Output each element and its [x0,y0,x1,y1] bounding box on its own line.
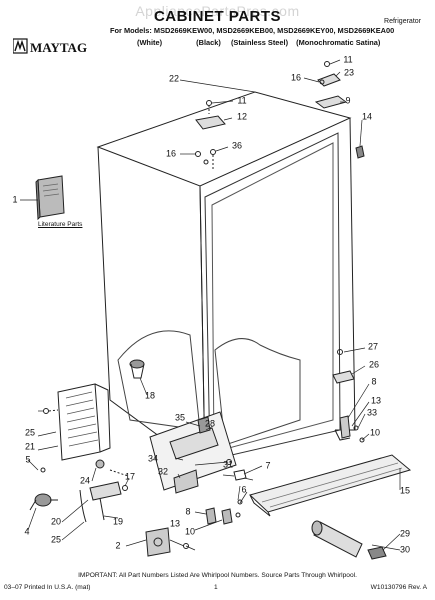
callout-16: 16 [165,148,177,159]
callout-13-bottom: 13 [169,518,181,529]
page-number: 1 [214,584,218,591]
callout-12: 12 [236,111,248,122]
callout-24: 24 [79,475,91,486]
callout-8-right: 8 [371,376,377,387]
callout-25-top: 25 [24,427,36,438]
literature-parts-label: Literature Parts [38,221,83,228]
finish-monochromatic: (Monochromatic Satina) [296,38,381,47]
callout-34: 34 [147,453,159,464]
machine-compartment-panel [149,411,247,494]
finish-list: (White) (Black) (Stainless Steel) (Monoc… [137,38,380,47]
callout-21: 21 [24,441,36,452]
callout-32: 32 [157,466,169,477]
callout-1: 1 [12,194,18,205]
callout-13-right: 13 [370,395,382,406]
model-list: For Models: MSD2669KEW00, MSD2669KEB00, … [110,26,395,35]
important-notice: IMPORTANT: All Part Numbers Listed Are W… [78,572,357,579]
page-title: CABINET PARTS [153,8,282,25]
rear-access-panel [57,383,111,461]
top-hinge-right [314,61,365,159]
callout-10-bottom: 10 [184,526,196,537]
callout-2: 2 [115,540,121,551]
callout-7: 7 [265,460,271,471]
rear-screw [43,408,59,414]
callout-6: 6 [241,484,247,495]
callout-35: 35 [174,412,186,423]
callout-3: 33 [366,407,378,418]
callout-14: 14 [361,111,373,122]
callout-5: 5 [25,454,31,465]
cabinet-shell [96,91,356,472]
callout-25-bottom: 25 [50,534,62,545]
finish-black: (Black) [196,38,221,47]
finish-white: (White) [137,38,163,47]
callout-22: 22 [168,73,180,84]
appliance-category: Refrigerator [384,18,421,25]
water-valve-assembly [29,459,129,523]
callout-30: 30 [399,544,411,555]
callout-11: 11 [237,95,247,106]
lower-hinge-right [339,415,365,443]
callout-26: 26 [368,359,380,370]
callout-11-right: 11 [343,54,353,65]
finish-stainless: (Stainless Steel) [230,38,289,47]
callout-27: 27 [367,341,379,352]
callout-8-bottom: 8 [185,506,191,517]
callout-19: 19 [112,516,124,527]
callout-20: 20 [50,516,62,527]
bottom-hinge [145,499,243,557]
toe-grille [249,454,412,517]
callout-29: 29 [399,528,411,539]
callout-15: 15 [399,485,411,496]
callout-16-right: 16 [290,72,302,83]
mid-hinge-right [332,349,355,384]
callout-36: 36 [231,140,243,151]
print-info: 03–07 Printed In U.S.A. (mat) [4,584,91,591]
watermark-text: AppliancePartsPros.com [135,3,300,19]
literature-booklet [35,175,65,221]
leader-lines [20,59,401,551]
brand-wordmark: MAYTAG [30,40,87,55]
drain-fitting [129,359,145,379]
callout-23: 23 [343,67,355,78]
callout-18: 18 [144,390,156,401]
callout-31: 31 [222,459,234,470]
callout-10-right: 10 [369,427,381,438]
callout-17: 17 [124,471,136,482]
callout-9: 9 [345,95,351,106]
document-number: W10130796 Rev. A [370,584,427,591]
water-filter [311,520,387,560]
callout-4: 4 [24,526,30,537]
callout-28: 28 [204,418,216,429]
maytag-logo: MAYTAG [12,37,103,57]
top-hinge-left [195,100,226,170]
